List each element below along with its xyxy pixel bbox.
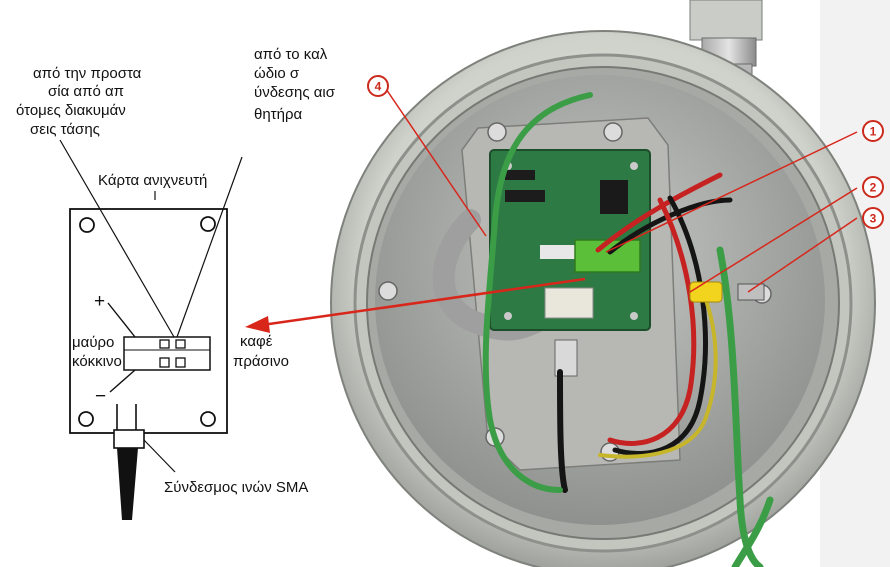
- callout-4: 4: [367, 75, 389, 97]
- svg-text:1: 1: [870, 125, 877, 139]
- plus-sign: +: [94, 291, 105, 312]
- brown-wire-label: καφέ: [240, 333, 273, 350]
- callout-3: 3: [862, 207, 884, 229]
- detector-card: [69, 208, 228, 434]
- terminal-block: [123, 336, 211, 371]
- callout-1: 1: [862, 120, 884, 142]
- card-title: Κάρτα ανιχνευτή: [98, 172, 207, 189]
- schematic-labels: από την προστα σία από απ ότομες διακυμά…: [16, 46, 336, 496]
- sma-connector-photo: [554, 339, 578, 377]
- sensor-label-line3: ύνδεσης αισ: [254, 84, 336, 101]
- sensor-label-line2: ώδιο σ: [254, 65, 300, 82]
- red-wire-label: κόκκινο: [72, 353, 122, 370]
- surge-label-line3: ότομες διακυμάν: [16, 102, 126, 119]
- callout-leaders: [383, 85, 858, 293]
- enclosure-photo: [330, 0, 890, 567]
- surge-label-line4: σεις τάσης: [30, 121, 100, 138]
- surge-label-line2: σία από απ: [48, 83, 124, 100]
- cable-gland: [689, 0, 763, 85]
- wires: [482, 92, 774, 567]
- svg-text:3: 3: [870, 212, 877, 226]
- minus-sign: −: [95, 386, 106, 407]
- green-wire-label: πράσινο: [233, 353, 289, 370]
- sma-fiber-cable: [113, 404, 176, 520]
- black-wire-label: μαύρο: [72, 334, 114, 351]
- svg-text:2: 2: [870, 181, 877, 195]
- schematic: [59, 139, 243, 520]
- sensor-label-line4: θητήρα: [254, 106, 302, 123]
- surge-label-line1: από την προστα: [33, 65, 142, 82]
- sma-label: Σύνδεσμος ινών SMA: [164, 479, 308, 496]
- svg-text:4: 4: [375, 80, 382, 94]
- callout-2: 2: [862, 176, 884, 198]
- sensor-label-line1: από το καλ: [254, 46, 328, 63]
- connection-arrow: [245, 277, 586, 333]
